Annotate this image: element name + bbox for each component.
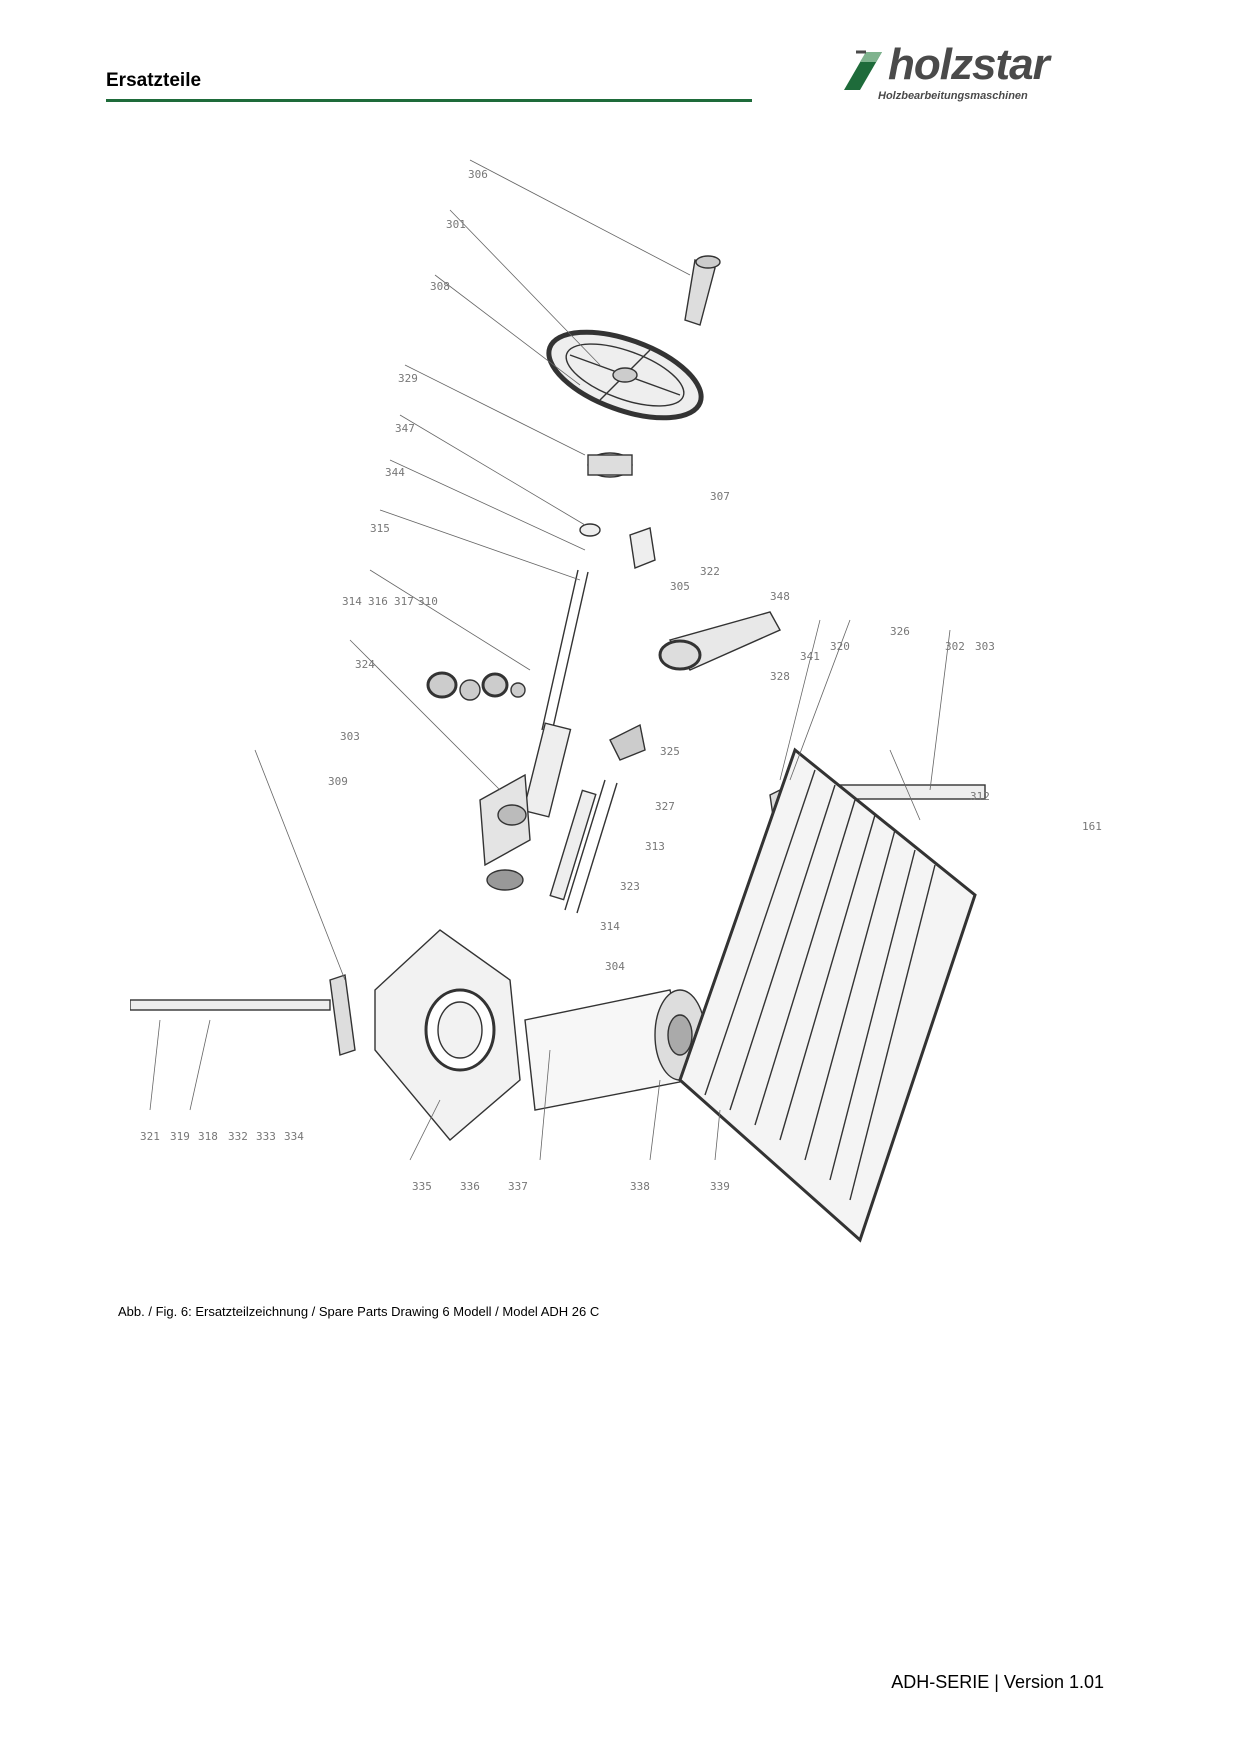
part-label: 312 — [970, 790, 990, 803]
part-label: 332 — [228, 1130, 248, 1143]
eccentric-shaft — [549, 779, 618, 914]
bracket-block — [629, 527, 656, 569]
part-label: 326 — [890, 625, 910, 638]
part-label: 314 — [600, 920, 620, 933]
part-label: 348 — [770, 590, 790, 603]
part-label: 329 — [398, 372, 418, 385]
page-title: Ersatzteile — [106, 70, 202, 91]
part-label: 318 — [198, 1130, 218, 1143]
logo-wordmark: holzstar — [888, 40, 1050, 89]
part-label: 322 — [700, 565, 720, 578]
bearings — [426, 671, 526, 701]
part-label: 338 — [630, 1180, 650, 1193]
part-label: 303 — [975, 640, 995, 653]
handle-knob — [684, 255, 721, 326]
logo-subtitle: Holzbearbeitungsmaschinen — [878, 90, 1028, 102]
part-label: 313 — [645, 840, 665, 853]
part-label: 307 — [710, 490, 730, 503]
figure-caption: Abb. / Fig. 6: Ersatzteilzeichnung / Spa… — [118, 1304, 600, 1319]
part-label: 308 — [430, 280, 450, 293]
frame-casting — [374, 929, 521, 1141]
part-label: 314 — [342, 595, 362, 608]
tie-rod — [129, 974, 356, 1056]
part-label: 341 — [800, 650, 820, 663]
main-cylinder — [524, 989, 706, 1111]
bearing-housing — [479, 773, 531, 867]
part-label: 316 — [368, 595, 388, 608]
part-label: 339 — [710, 1180, 730, 1193]
clamp-lever — [658, 611, 781, 671]
part-label: 327 — [655, 800, 675, 813]
spare-parts-drawing: 306 301 308 329 307 347 322 344 348 315 … — [129, 150, 1105, 1290]
part-label: 305 — [670, 580, 690, 593]
part-label: 325 — [660, 745, 680, 758]
logo-mark-icon — [844, 50, 882, 90]
part-label: 319 — [170, 1130, 190, 1143]
part-label: 334 — [284, 1130, 304, 1143]
spindle-shaft — [522, 569, 589, 818]
part-label: 321 — [140, 1130, 160, 1143]
part-label: 303 — [340, 730, 360, 743]
part-label: 335 — [412, 1180, 432, 1193]
cam — [609, 723, 646, 761]
part-label: 344 — [385, 466, 405, 479]
part-label: 333 — [256, 1130, 276, 1143]
part-labels: 306 301 308 329 307 347 322 344 348 315 … — [140, 168, 1102, 1193]
part-label: 310 — [418, 595, 438, 608]
brand-logo: holzstar Holzbearbeitungsmaschinen — [836, 40, 1108, 106]
part-label: 306 — [468, 168, 488, 181]
gear — [486, 869, 524, 891]
part-label: 320 — [830, 640, 850, 653]
leader-lines — [149, 159, 951, 1161]
part-label: 324 — [355, 658, 375, 671]
page-footer: ADH-SERIE | Version 1.01 — [891, 1672, 1104, 1692]
part-label: 347 — [395, 422, 415, 435]
part-label: 161 — [1082, 820, 1102, 833]
part-label: 302 — [945, 640, 965, 653]
part-label: 301 — [446, 218, 466, 231]
table-plate — [678, 747, 977, 1243]
part-label: 304 — [605, 960, 625, 973]
part-label: 315 — [370, 522, 390, 535]
part-label: 337 — [508, 1180, 528, 1193]
header-divider — [106, 99, 752, 102]
part-label: 309 — [328, 775, 348, 788]
part-label: 317 — [394, 595, 414, 608]
handwheel — [546, 329, 704, 421]
part-label: 336 — [460, 1180, 480, 1193]
part-label: 323 — [620, 880, 640, 893]
part-label: 328 — [770, 670, 790, 683]
